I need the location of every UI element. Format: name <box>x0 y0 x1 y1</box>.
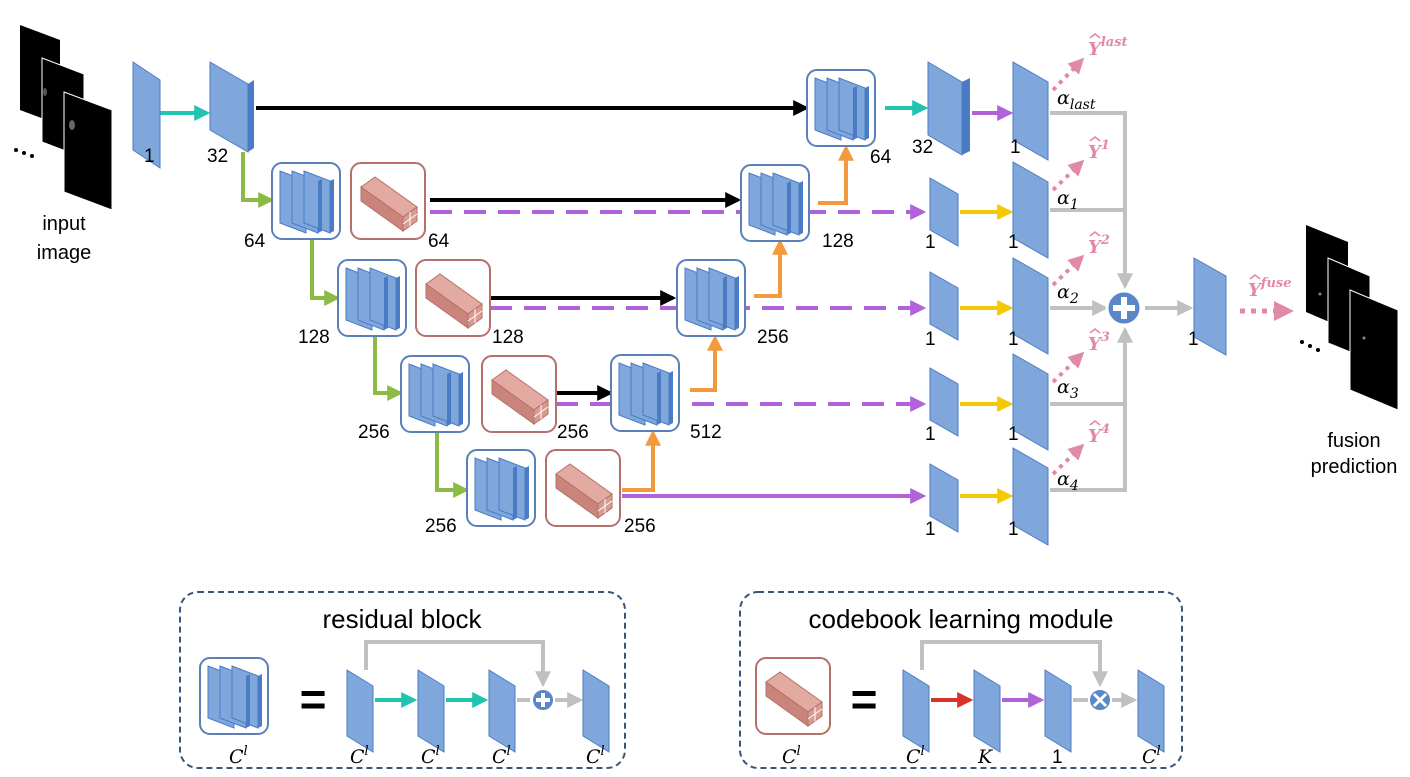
conv-layer-top-32ch <box>927 61 970 156</box>
side-output-label: Ylast <box>1088 35 1128 60</box>
channel-label: 512 <box>690 422 722 443</box>
side-layer-4 <box>929 463 959 533</box>
residual-block-enc3 <box>400 355 470 433</box>
fusion-add-icon <box>1105 289 1143 327</box>
alpha-label: α3 <box>1057 376 1079 402</box>
residual-block-enc1 <box>271 162 341 240</box>
fused-output-layer <box>1193 257 1227 356</box>
channel-label: 64 <box>244 231 266 252</box>
channel-label: 1 <box>144 146 155 167</box>
channel-label: 64 <box>870 147 892 168</box>
channel-label: 128 <box>822 231 854 252</box>
channel-label: 128 <box>298 327 330 348</box>
alpha-label: αlast <box>1057 87 1096 113</box>
side-output-label: Y4 <box>1088 422 1110 447</box>
channel-label: 256 <box>557 422 589 443</box>
legend-residual-title: residual block <box>323 604 483 634</box>
residual-block-dec3 <box>610 354 680 432</box>
hat-marks <box>1089 32 1261 426</box>
legend-label: Cl <box>229 744 248 768</box>
channel-label: 256 <box>425 516 457 537</box>
channel-label: 1 <box>1008 519 1019 540</box>
residual-block-dec1 <box>740 164 810 242</box>
channel-label: 32 <box>912 137 933 158</box>
output-caption-line2: prediction <box>1311 456 1398 478</box>
channel-label: 1 <box>925 232 936 253</box>
channel-label: 1 <box>1008 329 1019 350</box>
input-image-stack <box>14 25 113 211</box>
channel-label: 1 <box>925 424 936 445</box>
legend-label: Cl <box>906 744 925 768</box>
conv-layer-32ch <box>209 61 254 153</box>
alpha-label: α1 <box>1057 187 1079 213</box>
connection-arrows <box>158 57 1294 504</box>
channel-label: 32 <box>207 146 228 167</box>
alpha-label: α4 <box>1057 468 1079 494</box>
legend-label: Cl <box>782 744 801 768</box>
codebook-module-enc2 <box>415 259 491 337</box>
input-layer-1ch <box>132 61 161 169</box>
codebook-module-enc4 <box>545 449 621 527</box>
legend-label: Cl <box>421 744 440 768</box>
channel-label: 1 <box>1008 424 1019 445</box>
channel-label: 64 <box>428 231 450 252</box>
channel-label: 128 <box>492 327 524 348</box>
legend-codebook-module: codebook learning module = Cl Cl K 1 Cl <box>739 591 1183 769</box>
output-image-stack <box>1300 225 1399 411</box>
side-output-label: Y2 <box>1088 233 1110 258</box>
codebook-module-enc3 <box>481 355 557 433</box>
legend-label: 1 <box>1052 747 1063 768</box>
channel-label: 256 <box>757 327 789 348</box>
side-output-label: Y3 <box>1088 330 1110 355</box>
residual-block-dec2 <box>676 259 746 337</box>
side-output-labels: Ylast Y1 Y2 Y3 Y4 Yfuse <box>1088 35 1292 447</box>
fuse-output-label: Yfuse <box>1248 276 1292 301</box>
legend-label: Cl <box>586 744 605 768</box>
side-layer-1 <box>929 177 959 247</box>
legend-codebook-title: codebook learning module <box>809 604 1114 634</box>
side-output-label: Y1 <box>1088 138 1110 163</box>
channel-label: 1 <box>925 519 936 540</box>
channel-label: 256 <box>624 516 656 537</box>
channel-label: 1 <box>1188 329 1199 350</box>
input-caption-line2: image <box>37 242 91 264</box>
alpha-label: α2 <box>1057 281 1079 307</box>
legend-residual-block: residual block = Cl Cl Cl Cl Cl <box>179 591 626 769</box>
legend-label: Cl <box>492 744 511 768</box>
output-caption-line1: fusion <box>1327 430 1380 452</box>
channel-labels: 1 32 64 64 128 128 128 256 256 256 512 2… <box>144 137 1199 540</box>
side-layer-2 <box>929 271 959 341</box>
channel-label: 256 <box>358 422 390 443</box>
channel-label: 1 <box>1008 232 1019 253</box>
codebook-module-enc1 <box>350 162 426 240</box>
input-caption-line1: input <box>42 213 86 235</box>
side-layer-3 <box>929 367 959 437</box>
channel-label: 1 <box>1010 137 1021 158</box>
legend-label: Cl <box>350 744 369 768</box>
legend-label: K <box>977 746 994 768</box>
equals-sign: = <box>851 673 878 725</box>
alpha-labels: αlast α1 α2 α3 α4 <box>1057 87 1096 494</box>
equals-sign: = <box>300 673 327 725</box>
legend-label: Cl <box>1142 744 1161 768</box>
channel-label: 1 <box>925 329 936 350</box>
residual-block-enc4 <box>466 449 536 527</box>
side-output-layer-4 <box>1012 447 1049 546</box>
side-output-layer-last <box>1012 61 1049 161</box>
side-output-layer-2 <box>1012 257 1049 355</box>
side-output-layer-1 <box>1012 161 1049 259</box>
side-output-layer-3 <box>1012 353 1049 451</box>
residual-block-top <box>806 69 876 147</box>
residual-block-enc2 <box>337 259 407 337</box>
